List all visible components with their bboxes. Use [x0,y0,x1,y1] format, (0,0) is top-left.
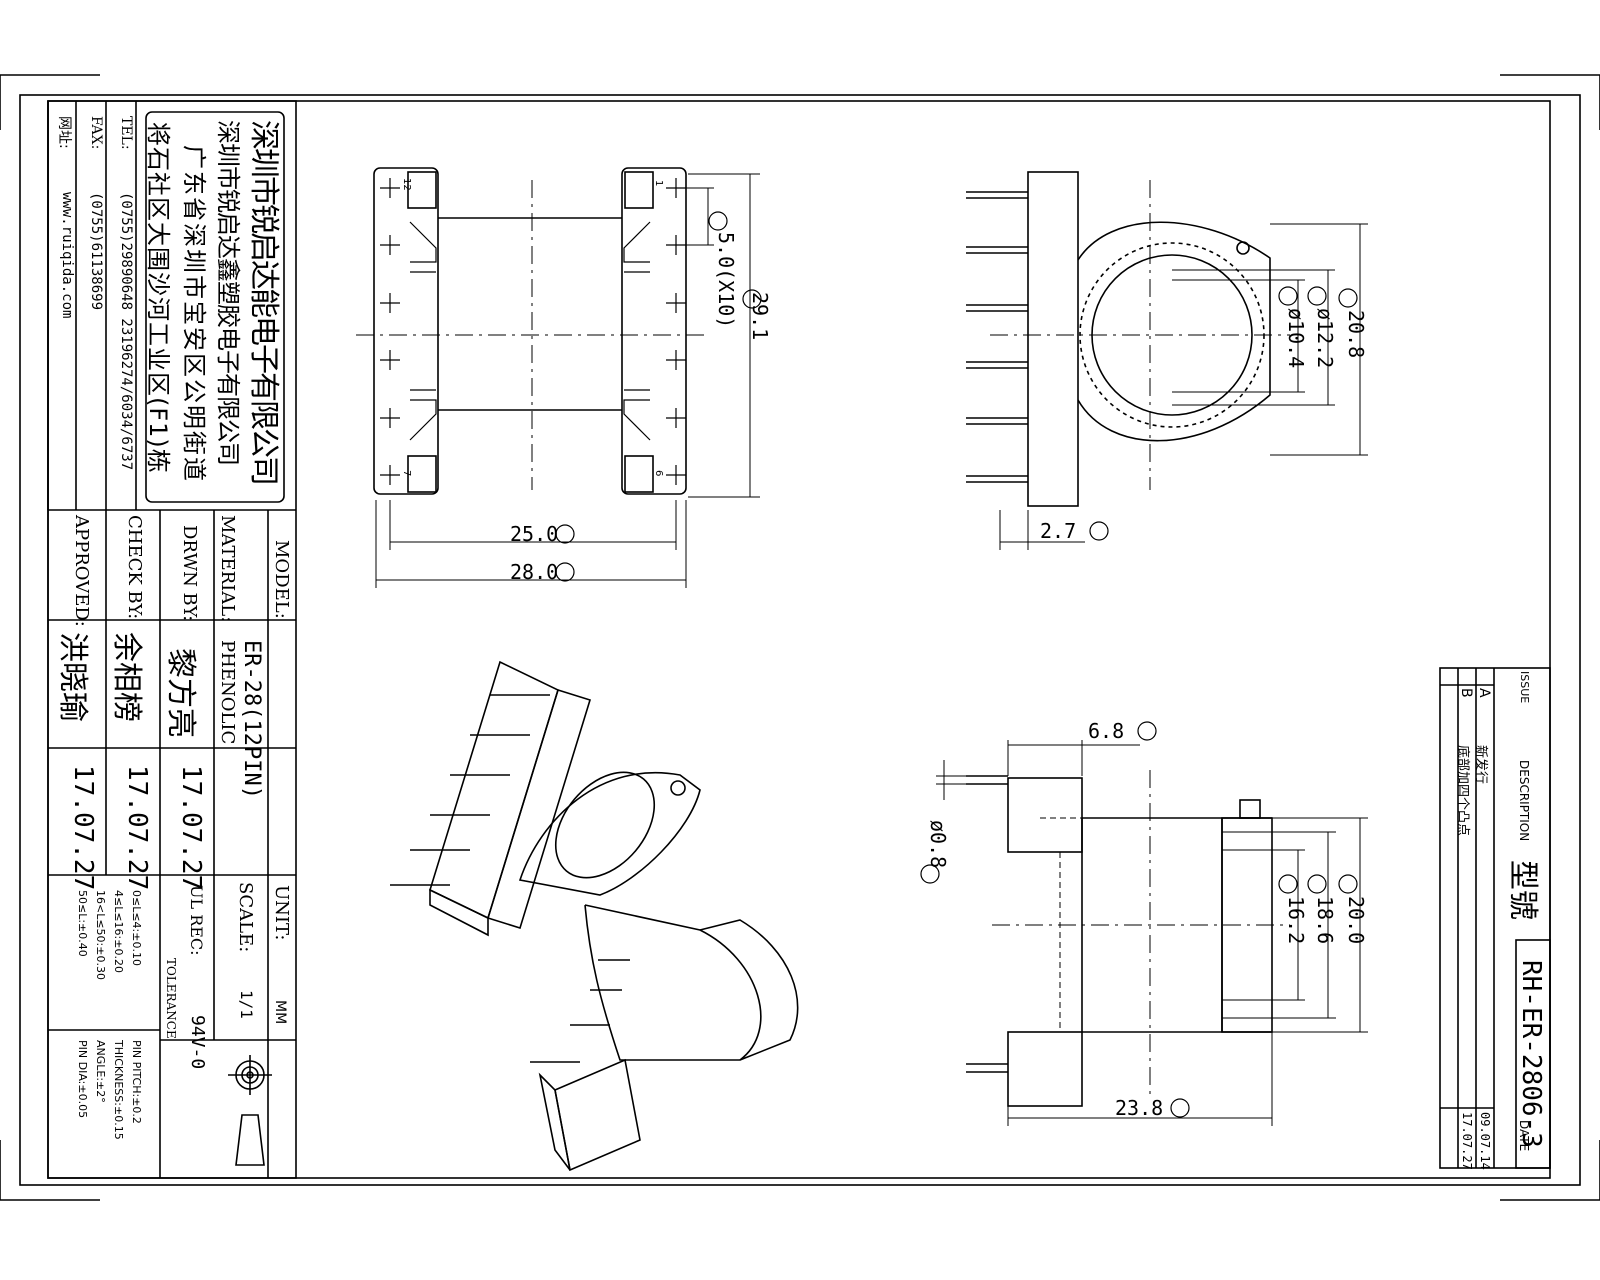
dim-a: 20.8 [1344,310,1368,359]
pin-label-1: 1 [653,180,664,187]
angle-tolerance: ANGLE:±2° [94,1040,107,1103]
address-line-2: 将石社区大围沙河工业区(F1)栋 [144,122,172,474]
dim-d: 2.7 [1040,519,1077,543]
dim-f: 20.0 [1344,896,1368,945]
corner-marks [0,74,1600,1201]
tel-label: TEL: [118,116,134,150]
outer-border [19,94,1581,1186]
approved-date: 17.07.27 [68,765,98,891]
unit-value: MM [272,1000,288,1025]
revision-issue-b: B [1458,688,1474,698]
approved-label: APPROVED: [71,515,92,627]
pin-label-7: 7 [401,470,412,477]
material-label: MATERIAL: [217,515,238,623]
tolerance-line-4: 50≤L:±0.40 [76,890,89,957]
part-label: 型號 [1505,860,1540,920]
dim-c: ø10.4 [1284,308,1308,369]
sub-company-name: 深圳市锐启达鑫塑胶电子有限公司 [214,120,242,465]
web-value: www.ruiqida.com [59,192,75,319]
tolerance-line-3: 16<L≤50:±0.30 [94,890,107,980]
dim-m: 25.0 [510,522,559,546]
fax-value: (0755)61138699 [88,192,104,311]
revision-issue-a: A [1476,688,1492,698]
tolerance-line-2: 4≤L≤16:±0.20 [112,890,125,973]
dim-j: ø0.8 [926,820,950,869]
tolerance-line-1: 0≤L≤4:±0.10 [130,890,143,966]
dim-n: 28.0 [510,560,559,584]
check-by-label: CHECK BY: [124,515,145,620]
address-line-1: 广东省深圳市宝安区公明街道 [180,145,208,483]
dim-b: ø12.2 [1313,308,1337,369]
tel-value: (0755)29890648 23196274/6034/6737 [118,192,134,471]
scale-value: 1/1 [237,990,256,1019]
revision-date-a: 09.07.14 [1478,1112,1492,1170]
projection-symbol [228,1055,272,1166]
tolerance-label: TOLERANCE [164,958,178,1039]
front-view [356,167,760,588]
ul-rec-value: 94V-0 [187,1015,208,1070]
unit-label: UNIT: [271,885,292,941]
thickness-tolerance: THICKNESS:±0.15 [112,1040,125,1140]
issue-header: ISSUE [1518,671,1531,704]
revision-date-b: 17.07.27 [1460,1112,1474,1170]
revision-desc-a: 新发行 [1473,745,1488,785]
check-date: 17.07.27 [122,765,152,891]
drawn-by-name: 黎方亮 [163,648,198,738]
model-value: ER-28(12PIN) [239,640,264,799]
model-label: MODEL: [271,540,292,619]
scale-label: SCALE: [235,882,256,953]
material-value: PHENOLIC [217,640,238,745]
date-header: DATE [1517,1120,1531,1152]
ul-rec-label: UL REC: [187,885,206,956]
dim-l: 5.0(X10) [714,232,738,329]
dim-k: 29.1 [748,292,772,341]
pin-label-6: 6 [653,470,664,477]
revision-desc-b: 底部加四个凸点 [1455,745,1470,837]
dim-h: 16.2 [1284,896,1308,945]
side-view [966,171,1368,550]
web-label: 网址: [56,116,72,149]
drawn-by-label: DRWN BY: [179,525,200,622]
description-header: DESCRIPTION [1517,760,1531,842]
pin-pitch-tolerance: PIN PITCH:±0.2 [130,1040,143,1124]
top-view [936,740,1368,1126]
check-by-name: 余相榜 [109,632,144,722]
fax-label: FAX: [88,116,104,150]
pin-dia-tolerance: PIN DIA:±0.05 [76,1040,89,1119]
drawn-date: 17.07.27 [176,765,206,891]
pin-label-12: 12 [401,178,412,191]
isometric-view [390,660,799,1172]
revision-table-frame [1439,667,1551,1169]
dimension-markers [555,211,1358,1118]
dim-g: 18.6 [1313,896,1337,945]
dim-e: 6.8 [1088,719,1125,743]
dim-i: 23.8 [1115,1096,1164,1120]
company-name: 深圳市锐启达能电子有限公司 [246,120,281,484]
approved-name: 洪晓瑜 [55,632,90,722]
title-block-frame [47,100,297,1179]
